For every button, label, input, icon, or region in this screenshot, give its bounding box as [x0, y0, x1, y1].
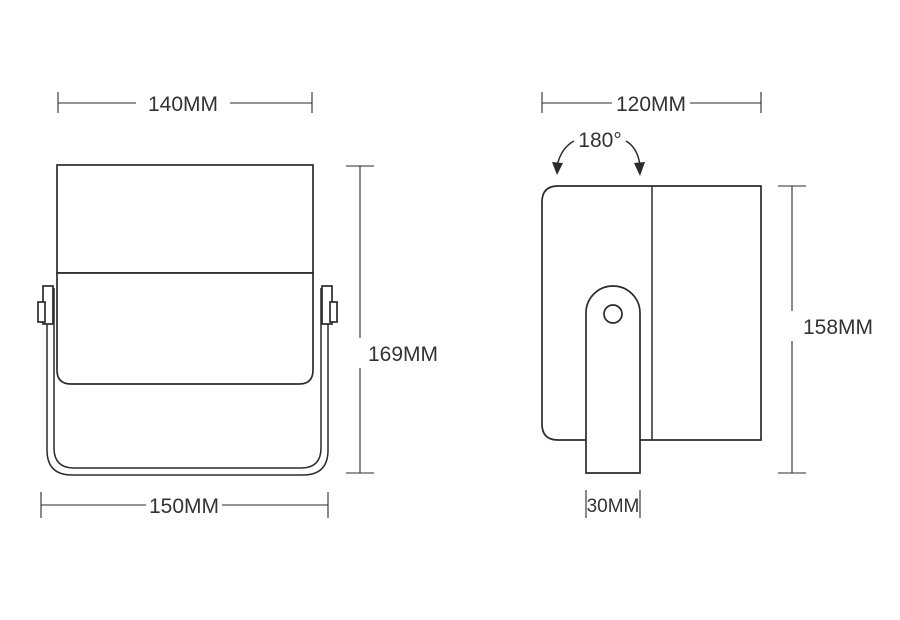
- rotation-arrow-right: [625, 140, 641, 167]
- front-housing: [56, 164, 314, 274]
- left-bracket-knob: [37, 301, 46, 323]
- front-view: [37, 164, 338, 476]
- front-top-dimension: 140MM: [57, 92, 313, 116]
- side-height-label: 158MM: [803, 316, 873, 339]
- front-height-label: 169MM: [368, 343, 438, 366]
- rotation-arrowhead-left: [552, 162, 563, 175]
- rotation-arrowhead-right: [634, 162, 645, 176]
- side-top-dimension: 120MM: [541, 92, 762, 116]
- front-mounting-bracket-inner: [53, 288, 322, 469]
- front-bottom-width-label: 150MM: [149, 495, 219, 518]
- side-view: [541, 185, 762, 474]
- pivot-bolt: [603, 304, 623, 324]
- front-mounting-bracket: [46, 288, 329, 476]
- side-top-width-label: 120MM: [616, 93, 686, 116]
- front-lens-panel: [56, 272, 314, 385]
- side-bracket-arm: [585, 285, 641, 474]
- bracket-width-label: 30MM: [587, 496, 640, 517]
- front-bottom-dimension: 150MM: [40, 492, 329, 518]
- side-height-dimension: 158MM: [778, 185, 873, 474]
- bracket-width-dimension: 30MM: [585, 490, 641, 518]
- rotation-label: 180°: [578, 129, 621, 152]
- right-bracket-knob: [329, 301, 338, 323]
- rotation-indicator: 180°: [552, 129, 645, 176]
- rotation-arrow-left: [556, 140, 575, 167]
- front-height-dimension: 169MM: [346, 165, 438, 474]
- front-top-width-label: 140MM: [148, 93, 218, 116]
